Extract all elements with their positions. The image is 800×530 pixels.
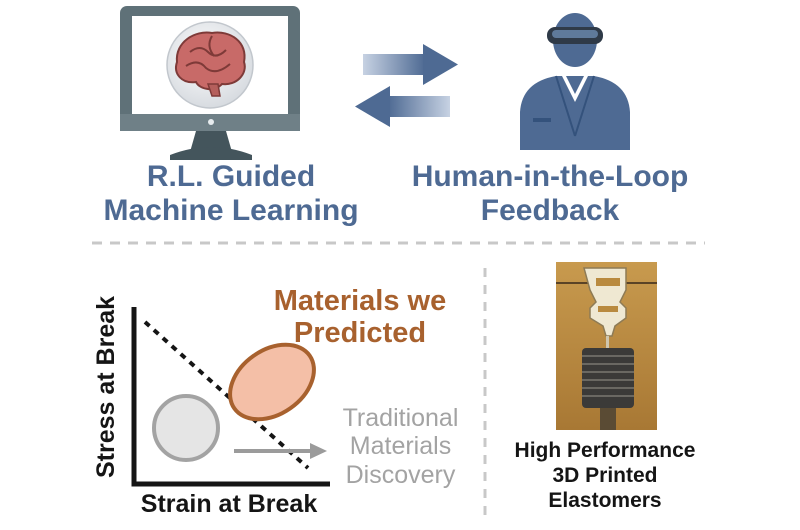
rl-ml-caption-line-2: Machine Learning	[103, 193, 359, 227]
rl-ml-caption: R.L. Guided Machine Learning	[100, 160, 362, 227]
elastomer-caption-line-2: 3D Printed	[552, 464, 658, 488]
traditional-label-line-2: Materials	[349, 432, 452, 461]
arrow-right-icon	[363, 44, 458, 85]
x-axis-label: Strain at Break	[140, 490, 318, 518]
elastomer-caption-line-1: High Performance	[514, 439, 696, 462]
strength-plot	[131, 307, 330, 487]
arrow-left-icon	[355, 86, 450, 127]
rl-ml-caption-line-1: R.L. Guided	[146, 160, 316, 193]
human-loop-caption-line-2: Feedback	[480, 193, 620, 227]
predicted-region	[228, 342, 316, 422]
y-axis-label: Stress at Break	[92, 295, 120, 479]
scientist-with-goggles-icon	[520, 13, 630, 150]
tradeoff-boundary-line	[143, 320, 310, 470]
traditional-label-line-3: Discovery	[345, 460, 456, 489]
predicted-materials-label: Materials we Predicted	[255, 285, 465, 350]
computer-brain-icon	[120, 6, 300, 160]
printed-elastomer-photo	[556, 262, 657, 430]
traditional-label-line-1: Traditional	[342, 404, 459, 432]
elastomer-caption-line-3: Elastomers	[548, 489, 662, 513]
elastomer-caption: High Performance 3D Printed Elastomers	[500, 438, 710, 514]
traditional-discovery-label: Traditional Materials Discovery	[318, 404, 483, 489]
brain-icon	[175, 31, 246, 97]
predicted-label-line-2: Predicted	[293, 317, 427, 350]
plot-axes	[131, 307, 330, 487]
predicted-label-line-1: Materials we	[273, 285, 447, 317]
human-loop-caption-line-1: Human-in-the-Loop	[411, 160, 689, 193]
exchange-arrows	[355, 44, 458, 127]
traditional-region	[152, 394, 220, 462]
traditional-arrow-icon	[234, 443, 327, 459]
human-loop-caption: Human-in-the-Loop Feedback	[396, 160, 704, 227]
